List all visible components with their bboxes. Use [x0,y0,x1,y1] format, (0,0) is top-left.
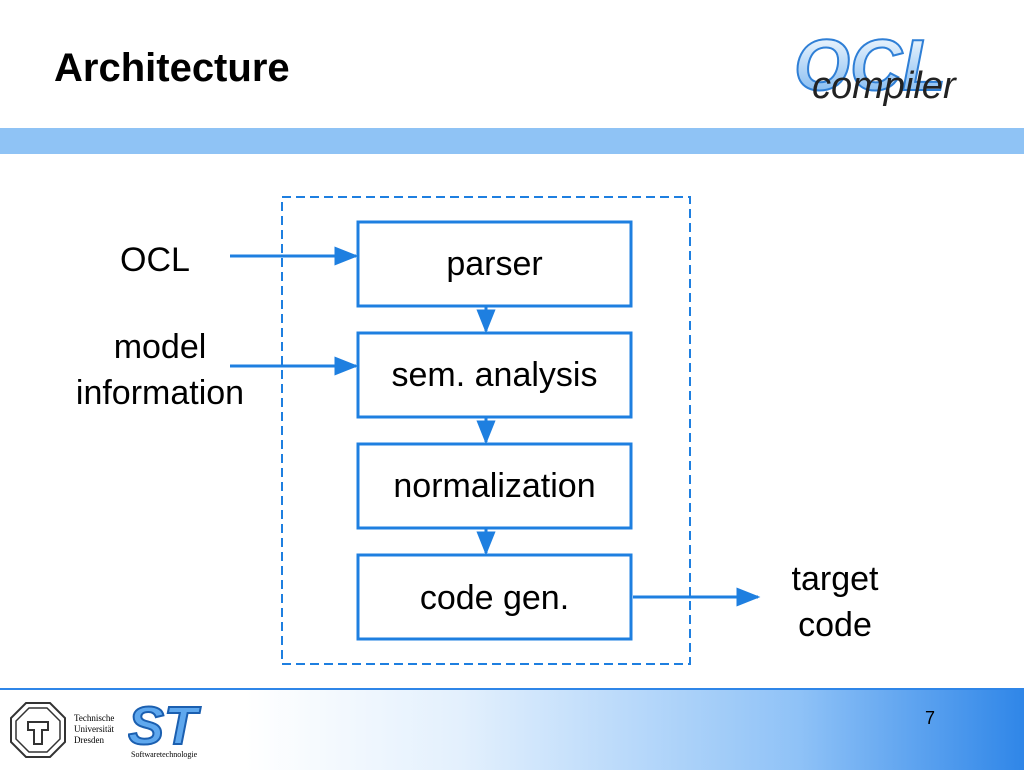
model-line2: information [75,374,245,412]
title-banner [0,128,1024,154]
logo-compiler-text: compiler [812,65,957,107]
target-line1: target [791,560,879,598]
tud-line3: Dresden [74,735,104,745]
st-subtitle: Softwaretechnologie [131,750,198,759]
normalization-label: normalization [393,467,596,505]
tu-dresden-seal-icon [10,702,66,758]
ocl-compiler-logo: OCL compiler [793,28,957,107]
model-information-label: model information [55,324,265,416]
st-logo-text: ST [128,696,201,752]
model-line1: model [113,328,207,366]
normalization-box [356,442,633,530]
pipeline-container [281,196,691,665]
tud-line1: Technische [74,713,115,723]
parser-label: parser [446,245,543,283]
parser-box [356,220,633,308]
slide-footer: Technische Universität Dresden ST Softwa… [0,688,1024,770]
sem-analysis-box [356,331,633,419]
page-number: 7 [925,708,936,728]
code-gen-box [356,553,633,641]
tu-dresden-text: Technische Universität Dresden [74,713,114,746]
ocl-input-label: OCL [120,241,190,279]
slide-title: Architecture [54,46,290,90]
target-code-label: target code [770,556,900,648]
sem-analysis-label: sem. analysis [391,356,598,394]
logo-ocl-text: OCL [794,28,946,106]
st-logo: ST [128,696,202,752]
tud-line2: Universität [74,724,114,734]
target-line2: code [798,606,872,644]
code-gen-label: code gen. [419,579,570,617]
